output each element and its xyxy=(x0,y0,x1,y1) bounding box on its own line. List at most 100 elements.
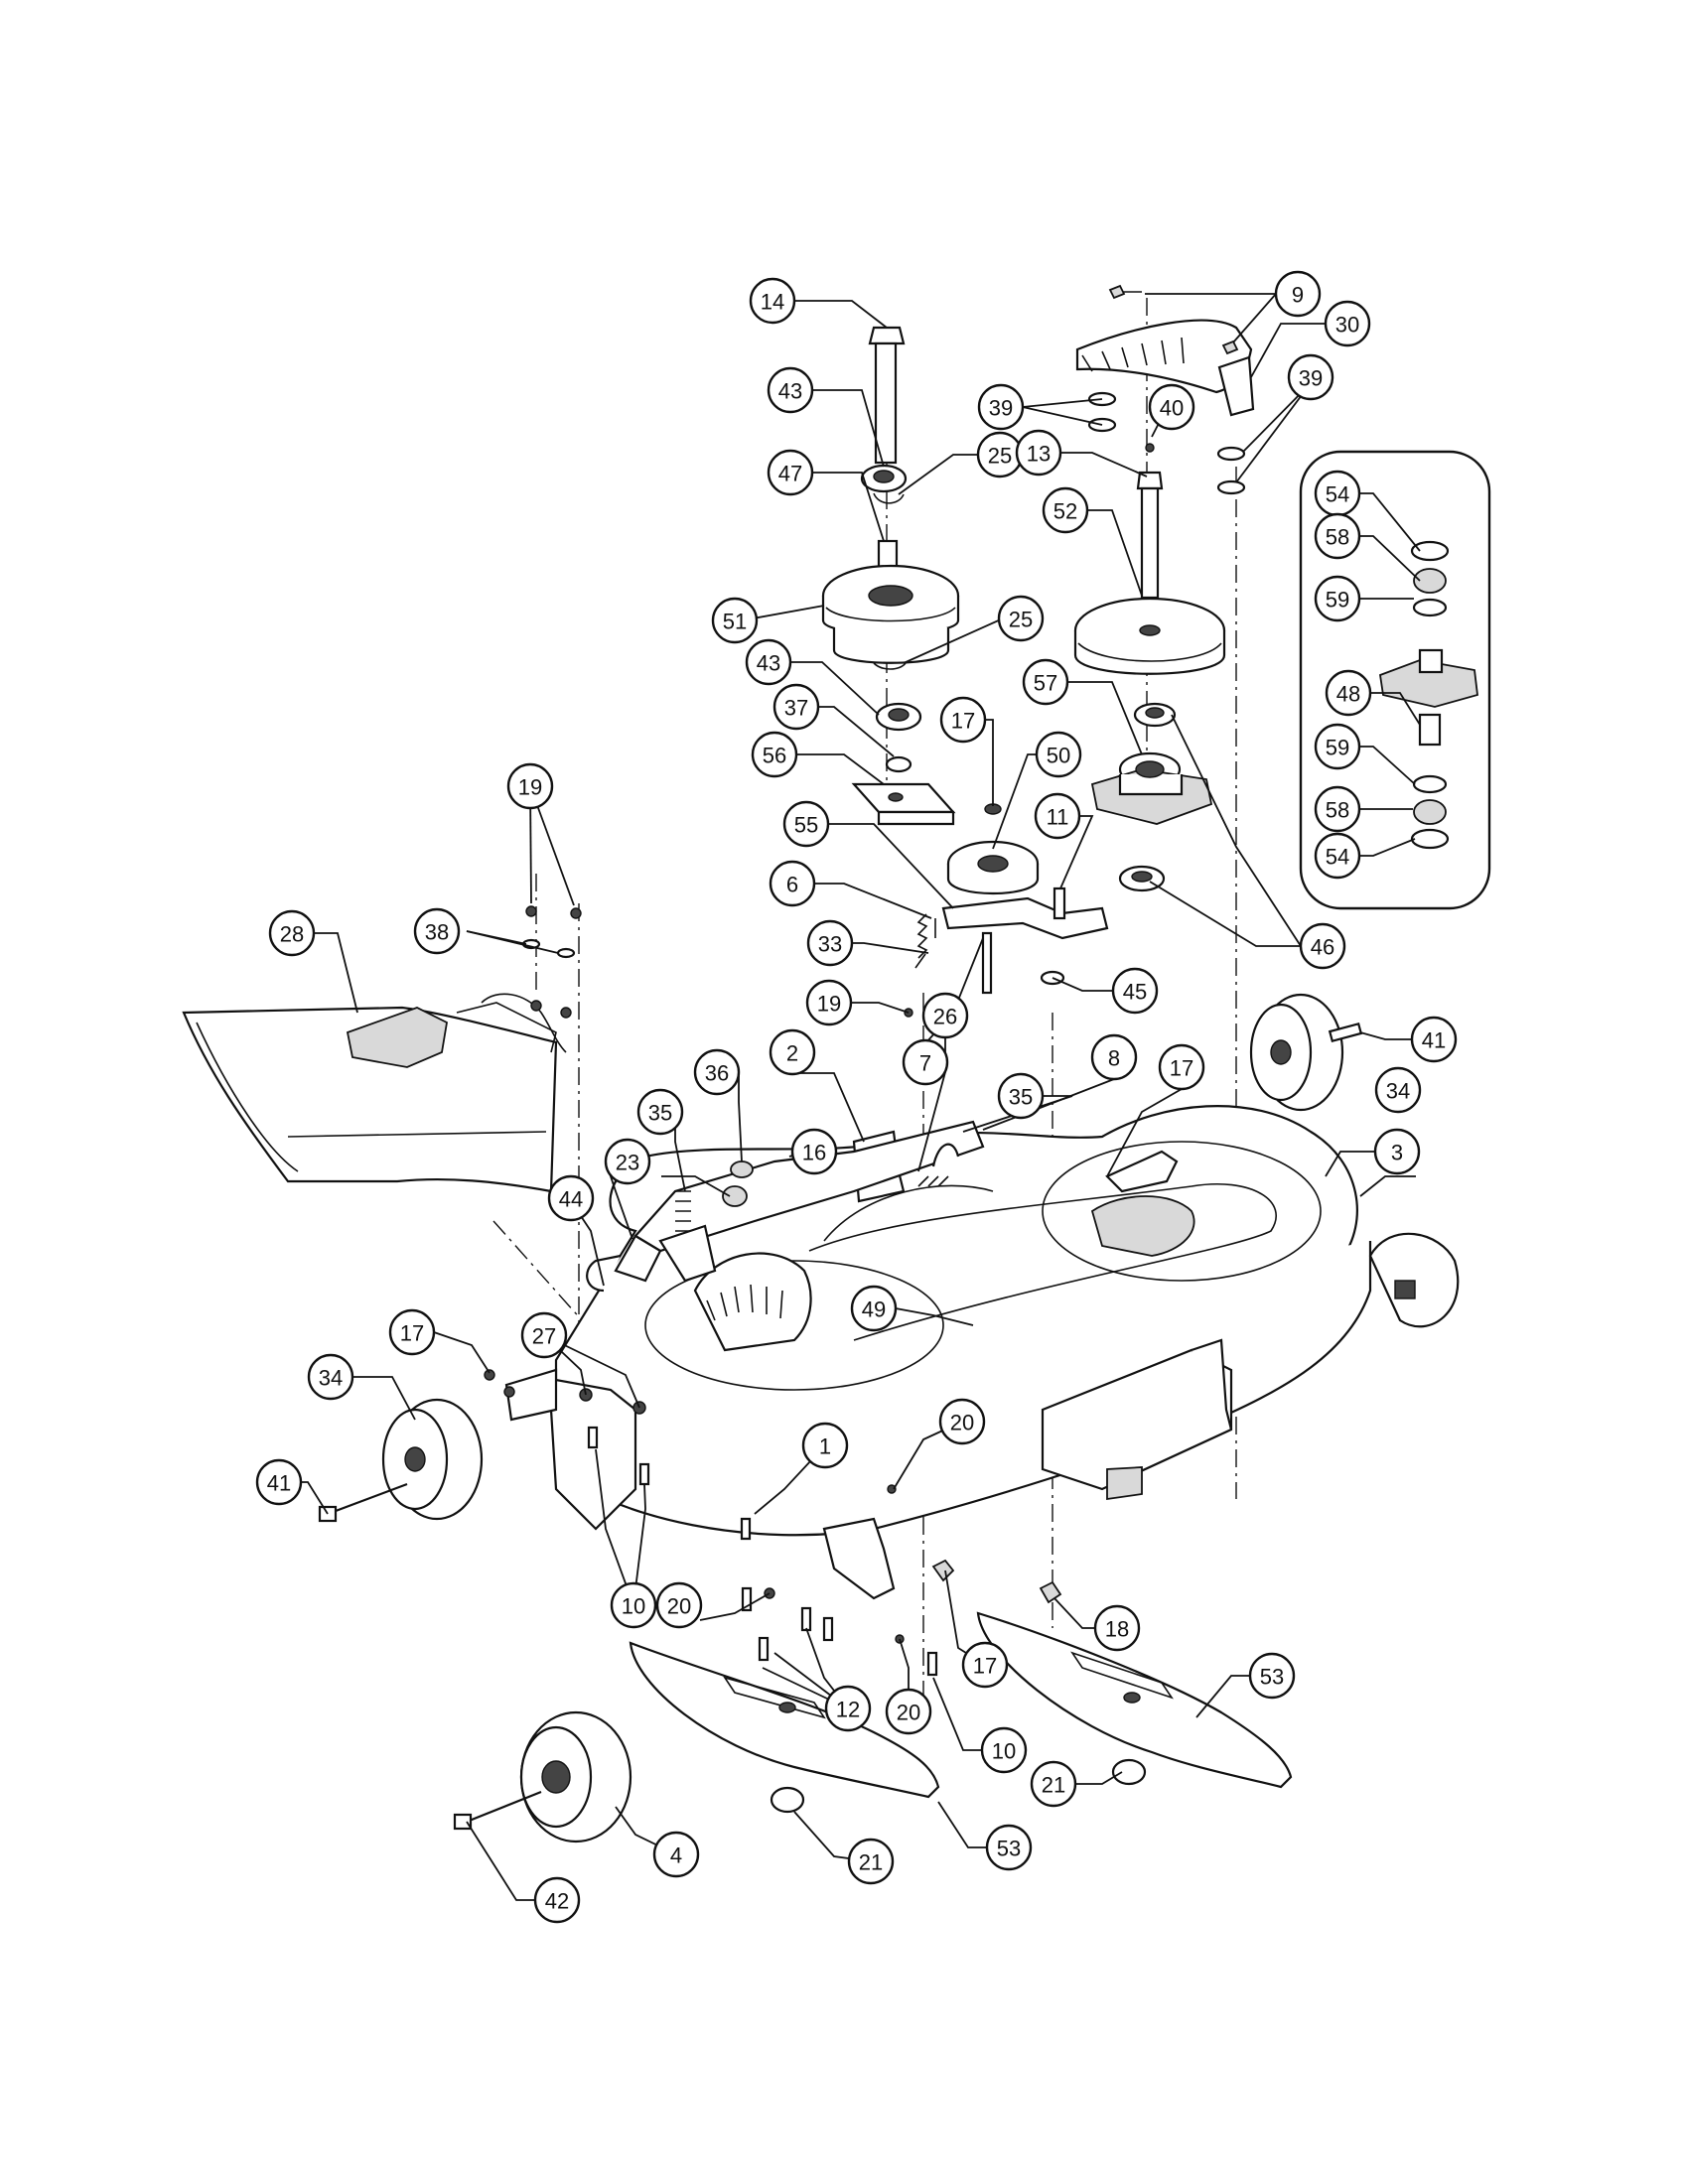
callout-37: 37 xyxy=(772,683,820,731)
svg-text:52: 52 xyxy=(1053,499,1077,524)
idler-arm-55 xyxy=(941,896,1109,940)
svg-text:26: 26 xyxy=(933,1005,957,1029)
callout-59: 59 xyxy=(1314,575,1361,622)
svg-text:35: 35 xyxy=(648,1101,672,1126)
svg-text:21: 21 xyxy=(1042,1773,1065,1798)
callout-17: 17 xyxy=(388,1308,436,1356)
callout-56: 56 xyxy=(751,731,798,778)
callout-34: 34 xyxy=(307,1353,354,1401)
spacer-lower-46 xyxy=(1118,865,1166,892)
svg-text:2: 2 xyxy=(786,1041,798,1066)
svg-text:19: 19 xyxy=(518,775,542,800)
mower-deck-3 xyxy=(554,1105,1460,1537)
callout-25: 25 xyxy=(976,431,1024,478)
svg-text:6: 6 xyxy=(786,873,798,897)
svg-text:36: 36 xyxy=(705,1061,729,1086)
svg-text:16: 16 xyxy=(802,1141,826,1165)
svg-text:45: 45 xyxy=(1123,980,1147,1005)
callout-43: 43 xyxy=(745,638,792,686)
svg-text:30: 30 xyxy=(1335,313,1359,338)
callout-47: 47 xyxy=(767,449,814,496)
callout-12: 12 xyxy=(824,1685,872,1732)
svg-text:59: 59 xyxy=(1326,736,1349,760)
svg-text:58: 58 xyxy=(1326,798,1349,823)
svg-text:35: 35 xyxy=(1009,1085,1033,1110)
callout-26: 26 xyxy=(921,992,969,1039)
callout-42: 42 xyxy=(533,1876,581,1924)
callout-20: 20 xyxy=(885,1688,932,1735)
callout-53: 53 xyxy=(985,1824,1033,1871)
svg-text:17: 17 xyxy=(973,1654,997,1679)
spindle-pulley-52 xyxy=(1073,597,1226,675)
svg-text:48: 48 xyxy=(1336,682,1360,707)
callout-58: 58 xyxy=(1314,512,1361,560)
callout-10: 10 xyxy=(610,1581,657,1629)
svg-text:55: 55 xyxy=(794,813,818,838)
spindle-housing-57 xyxy=(1090,751,1213,825)
svg-text:20: 20 xyxy=(897,1701,920,1725)
deck-bracket-2 xyxy=(614,1120,985,1283)
svg-text:1: 1 xyxy=(819,1434,831,1459)
svg-text:50: 50 xyxy=(1047,744,1070,768)
spacer-upper-46 xyxy=(1133,702,1177,728)
blade-53-left xyxy=(629,1641,940,1814)
callout-16: 16 xyxy=(790,1128,838,1175)
callout-58: 58 xyxy=(1314,785,1361,833)
gauge-wheel-34-left xyxy=(318,1398,484,1523)
callout-35: 35 xyxy=(636,1088,684,1136)
washers-39 xyxy=(1087,391,1246,495)
callout-10: 10 xyxy=(980,1726,1028,1774)
idler-bolt-14 xyxy=(868,326,906,465)
svg-text:14: 14 xyxy=(761,290,784,315)
callout-51: 51 xyxy=(711,597,759,644)
svg-text:20: 20 xyxy=(950,1411,974,1435)
svg-text:12: 12 xyxy=(836,1698,860,1722)
callout-36: 36 xyxy=(693,1048,741,1096)
callout-4: 4 xyxy=(652,1831,700,1878)
callout-54: 54 xyxy=(1314,832,1361,880)
svg-text:58: 58 xyxy=(1326,525,1349,550)
callout-27: 27 xyxy=(520,1311,568,1359)
callout-30: 30 xyxy=(1324,300,1371,347)
svg-text:41: 41 xyxy=(1422,1028,1446,1053)
svg-text:28: 28 xyxy=(280,922,304,947)
svg-text:57: 57 xyxy=(1034,671,1057,696)
svg-text:20: 20 xyxy=(667,1594,691,1619)
front-bracket xyxy=(484,1368,650,1531)
svg-text:40: 40 xyxy=(1160,396,1184,421)
svg-text:11: 11 xyxy=(1047,805,1069,830)
callout-45: 45 xyxy=(1111,967,1159,1015)
callout-7: 7 xyxy=(902,1038,949,1086)
svg-text:38: 38 xyxy=(425,920,449,945)
callout-50: 50 xyxy=(1035,731,1082,778)
callout-41: 41 xyxy=(255,1458,303,1506)
callout-46: 46 xyxy=(1299,922,1346,970)
callout-14: 14 xyxy=(749,277,796,325)
svg-text:44: 44 xyxy=(559,1187,583,1212)
callout-48: 48 xyxy=(1325,669,1372,717)
bearing-43-lower xyxy=(875,702,922,732)
svg-text:19: 19 xyxy=(817,992,841,1017)
roller-wheel-4 xyxy=(453,1710,632,1843)
callout-55: 55 xyxy=(782,800,830,848)
svg-text:25: 25 xyxy=(1009,608,1033,632)
callout-52: 52 xyxy=(1042,486,1089,534)
bolts-12 xyxy=(741,1586,834,1662)
callout-9: 9 xyxy=(1274,270,1322,318)
svg-text:43: 43 xyxy=(757,651,780,676)
svg-text:4: 4 xyxy=(670,1843,682,1868)
discharge-chute-28 xyxy=(182,905,582,1193)
svg-text:34: 34 xyxy=(1386,1079,1410,1104)
svg-text:54: 54 xyxy=(1326,482,1349,507)
callout-8: 8 xyxy=(1090,1033,1138,1081)
svg-text:23: 23 xyxy=(616,1151,639,1175)
svg-text:56: 56 xyxy=(763,744,786,768)
svg-text:33: 33 xyxy=(818,932,842,957)
callout-21: 21 xyxy=(1030,1760,1077,1808)
callout-43: 43 xyxy=(767,366,814,414)
callout-20: 20 xyxy=(655,1581,703,1629)
callout-54: 54 xyxy=(1314,470,1361,517)
rear-bracket xyxy=(740,1484,1062,1677)
spring-35-bracket-23-rod-44 xyxy=(586,1143,960,1293)
